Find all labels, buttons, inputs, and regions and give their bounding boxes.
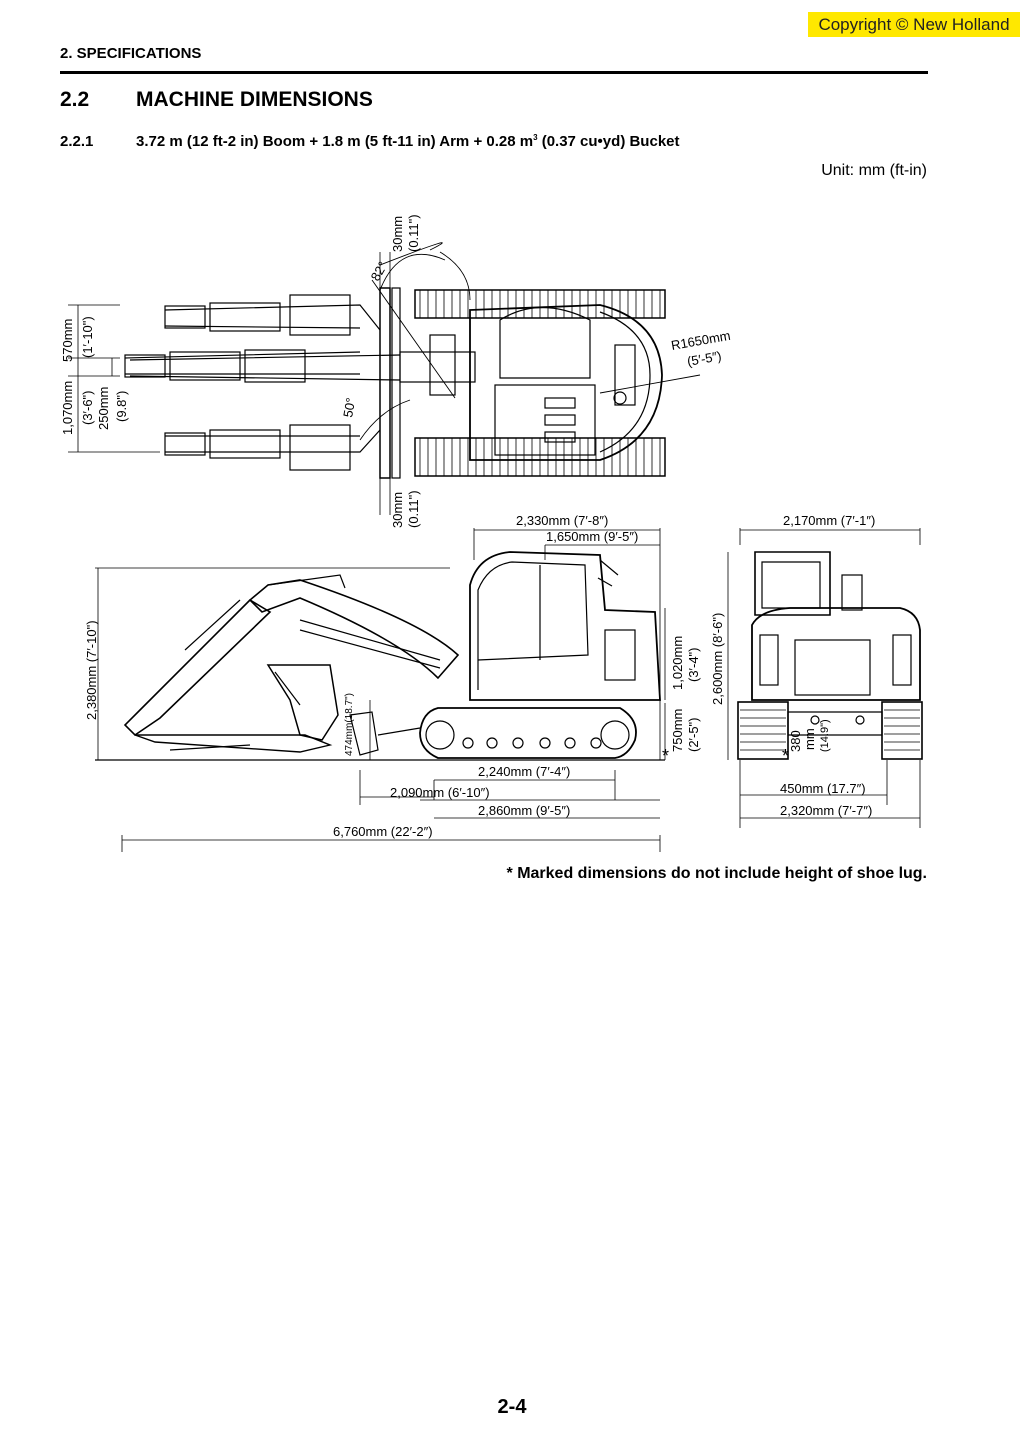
copyright-badge: Copyright © New Holland bbox=[808, 12, 1020, 37]
dim-250-ft: (9.8") bbox=[114, 391, 129, 422]
radius-label-ft: (5′-5″) bbox=[686, 348, 723, 369]
dim-30mm-top: 30mm bbox=[390, 216, 405, 252]
unit-label: Unit: mm (ft-in) bbox=[821, 162, 927, 179]
dim-2170: 2,170mm (7′-1″) bbox=[783, 513, 875, 528]
angle-50: 50° bbox=[340, 397, 358, 419]
dim-2600: 2,600mm (8′-6") bbox=[710, 613, 725, 705]
arm-positions bbox=[124, 294, 381, 471]
dim-2090: 2,090mm (6′-10″) bbox=[390, 785, 490, 800]
subheading-title-end: (0.37 cu•yd) Bucket bbox=[537, 133, 680, 150]
dim-750-ft: (2′-5") bbox=[686, 718, 701, 753]
dim-380: 380 bbox=[788, 730, 803, 752]
subheading-number: 2.2.1 bbox=[60, 133, 94, 150]
top-view bbox=[68, 242, 701, 515]
radius-label: R1650mm bbox=[670, 328, 732, 353]
dim-380-star: * bbox=[782, 746, 789, 766]
dim-2380: 2,380mm (7′-10") bbox=[84, 620, 99, 720]
dim-570: 570mm bbox=[60, 319, 75, 362]
dim-1070-ft: (3′-6") bbox=[80, 391, 95, 426]
dim-1650: 1,650mm (9′-5″) bbox=[546, 529, 638, 544]
dim-1020: 1,020mm bbox=[670, 636, 685, 690]
dim-750-star: * bbox=[662, 746, 669, 766]
dim-750: 750mm bbox=[670, 709, 685, 752]
dim-011-top: (0.11") bbox=[406, 214, 421, 252]
dim-450: 450mm (17.7″) bbox=[780, 781, 866, 796]
heading-title: MACHINE DIMENSIONS bbox=[136, 88, 373, 111]
dim-570-ft: (1′-10") bbox=[80, 316, 95, 358]
footnote: * Marked dimensions do not include heigh… bbox=[506, 865, 927, 882]
header-rule bbox=[60, 71, 928, 74]
heading-number: 2.2 bbox=[60, 88, 90, 111]
dim-2240: 2,240mm (7′-4″) bbox=[478, 764, 570, 779]
side-view bbox=[95, 528, 666, 852]
subheading-title-main: 3.72 m (12 ft-2 in) Boom + 1.8 m (5 ft-1… bbox=[136, 133, 534, 150]
dim-380-ft: (14.9") bbox=[819, 719, 831, 752]
dim-2860: 2,860mm (9′-5″) bbox=[478, 803, 570, 818]
subheading-superscript: 3 bbox=[533, 133, 538, 142]
dim-2320: 2,320mm (7′-7″) bbox=[780, 803, 872, 818]
dim-1020-ft: (3′-4") bbox=[686, 648, 701, 683]
page-number: 2-4 bbox=[497, 1396, 527, 1418]
dim-011-bottom: (0.11") bbox=[406, 490, 421, 528]
dim-6760: 6,760mm (22′-2″) bbox=[333, 824, 433, 839]
dim-250: 250mm bbox=[96, 387, 111, 430]
dim-2330: 2,330mm (7′-8″) bbox=[516, 513, 608, 528]
subheading-title: 3.72 m (12 ft-2 in) Boom + 1.8 m (5 ft-1… bbox=[136, 133, 680, 150]
dim-1070: 1,070mm bbox=[60, 381, 75, 435]
dim-30mm-bottom: 30mm bbox=[390, 492, 405, 528]
section-header: 2. SPECIFICATIONS bbox=[60, 45, 202, 62]
front-view bbox=[727, 528, 923, 828]
dim-380-mm: mm bbox=[802, 728, 817, 750]
dim-474: 474mm(18.7") bbox=[344, 693, 355, 756]
